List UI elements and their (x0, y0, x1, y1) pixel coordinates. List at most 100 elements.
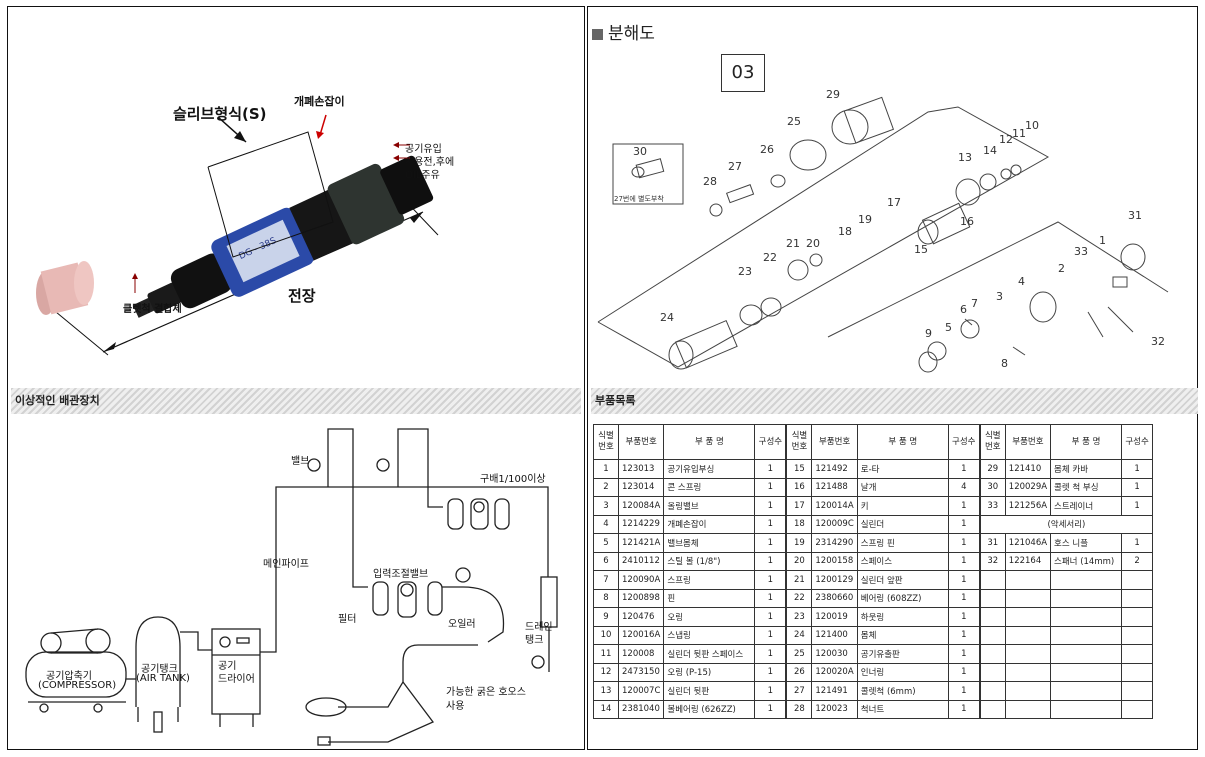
callout-13: 13 (958, 151, 972, 164)
cell-qty: 1 (754, 533, 787, 553)
cell-part-name: 콜렛척 (6mm) (856, 681, 949, 701)
cell-id (978, 625, 1006, 645)
cell-id (978, 607, 1006, 627)
cell-part-no: 121491 (811, 681, 858, 701)
callout-25: 25 (787, 115, 801, 128)
cell-part-name: 콜렛 척 부싱 (1050, 477, 1123, 497)
label-drain-tank-1: 드레인 (525, 622, 553, 633)
cell-id: 5 (593, 533, 619, 553)
cell-part-name: 스패너 (14mm) (1050, 551, 1123, 571)
cell-part-no: 123014 (617, 477, 665, 497)
callout-6: 6 (960, 303, 967, 316)
cell-qty: 1 (754, 496, 787, 516)
callout-30: 30 (633, 145, 647, 158)
cell-qty: 1 (1121, 496, 1154, 516)
accessory-header: (악세서리) (978, 514, 1154, 534)
cell-part-no: 123013 (617, 459, 665, 479)
cell-qty (1121, 644, 1154, 664)
cell-qty: 1 (754, 662, 787, 682)
header-part-no: 부품번호 (1004, 424, 1052, 460)
callout-8: 8 (1001, 357, 1008, 370)
cell-id: 26 (785, 662, 813, 682)
cell-part-no: 120030 (811, 644, 858, 664)
callout-26: 26 (760, 143, 774, 156)
cell-id: 30 (978, 477, 1006, 497)
cell-part-no (1004, 699, 1052, 719)
cell-part-name: 몸체 (856, 625, 949, 645)
cell-qty: 1 (947, 699, 981, 719)
callout-16: 16 (960, 215, 974, 228)
cell-part-name: 실린더 (856, 514, 949, 534)
callout-11: 11 (1012, 127, 1026, 140)
cell-id (978, 570, 1006, 590)
label-main-pipe: 메인파이프 (263, 559, 309, 570)
arrow-head-right (410, 212, 423, 223)
cell-qty: 1 (947, 662, 981, 682)
callout-14: 14 (983, 144, 997, 157)
cell-part-no: 120476 (617, 607, 665, 627)
cell-id: 24 (785, 625, 813, 645)
exploded-view-diagram (597, 96, 1169, 373)
cell-part-name (1050, 699, 1123, 719)
cell-id: 13 (593, 681, 619, 701)
label-compressor-2: (COMPRESSOR) (38, 680, 117, 691)
cell-id: 32 (978, 551, 1006, 571)
cell-part-no: 120023 (811, 699, 858, 719)
cell-qty: 1 (947, 681, 981, 701)
cell-id: 29 (978, 459, 1006, 479)
callout-12: 12 (999, 133, 1013, 146)
cell-id: 6 (593, 551, 619, 571)
cell-qty: 1 (947, 496, 981, 516)
cell-qty: 1 (754, 477, 787, 497)
label-thick-hose-2: 사용 (446, 701, 465, 712)
cell-part-no: 120016A (617, 625, 665, 645)
cell-part-name (1050, 662, 1123, 682)
cell-id: 1 (593, 459, 619, 479)
cell-part-no: 120020A (811, 662, 858, 682)
cell-id (978, 644, 1006, 664)
cell-part-no: 1200898 (617, 588, 665, 608)
cell-part-no (1004, 662, 1052, 682)
cell-id (978, 699, 1006, 719)
cell-part-name (1050, 607, 1123, 627)
header-id: 식별 (791, 431, 808, 441)
label-filter: 필터 (338, 614, 357, 625)
callout-10: 10 (1025, 119, 1039, 132)
cell-part-no: 121046A (1004, 533, 1052, 553)
cell-id: 2 (593, 477, 619, 497)
cell-part-no (1004, 625, 1052, 645)
header-qty: 구성수 (1121, 424, 1154, 460)
cell-qty: 1 (947, 551, 981, 571)
cell-qty: 1 (754, 459, 787, 479)
cell-id: 31 (978, 533, 1006, 553)
cell-part-name: 실린더 뒷판 (663, 681, 756, 701)
callout-2: 2 (1058, 262, 1065, 275)
cell-part-no: 122164 (1004, 551, 1052, 571)
callout-33: 33 (1074, 245, 1088, 258)
callout-28: 28 (703, 175, 717, 188)
callout-5: 5 (945, 321, 952, 334)
cell-qty: 1 (754, 644, 787, 664)
cell-part-name: 날개 (856, 477, 949, 497)
cell-part-no: 1200129 (811, 570, 858, 590)
cell-id: 19 (785, 533, 813, 553)
cell-id: 3 (593, 496, 619, 516)
cell-part-name: 실린더 앞판 (856, 570, 949, 590)
cell-qty: 1 (1121, 477, 1154, 497)
cell-qty: 1 (754, 588, 787, 608)
cell-part-name (1050, 588, 1123, 608)
parts-list-header: 부품목록 (591, 388, 1198, 414)
cell-qty (1121, 625, 1154, 645)
cell-qty: 1 (1121, 533, 1154, 553)
cell-qty: 1 (947, 644, 981, 664)
cell-part-name (1050, 570, 1123, 590)
label-oil-supply: OIL주유 (405, 170, 440, 181)
callout-18: 18 (838, 225, 852, 238)
